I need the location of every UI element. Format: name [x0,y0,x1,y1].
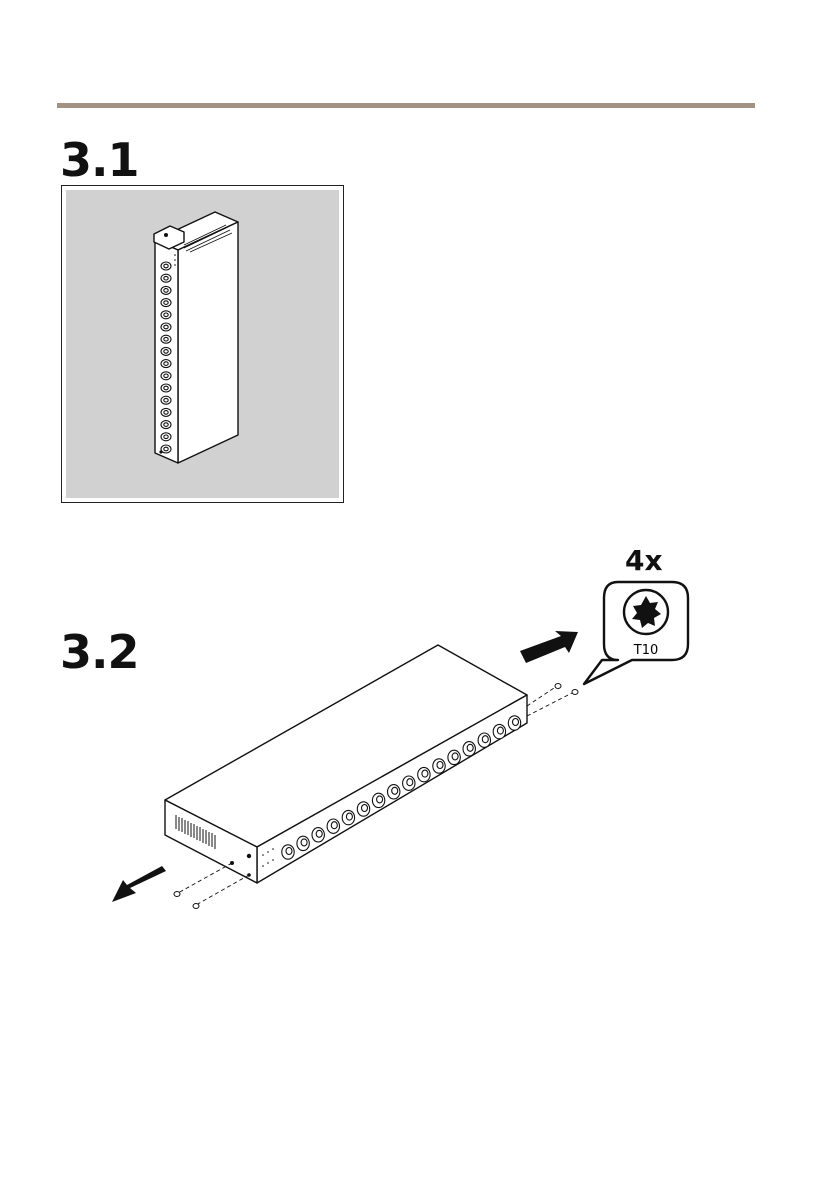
bnc-connector [164,289,168,293]
bnc-connector [301,839,307,846]
bnc-connector [478,733,490,747]
tool-bit-label: T10 [633,643,658,658]
bnc-connector [331,822,337,829]
bnc-connector [422,770,428,777]
bnc-connector [297,836,309,850]
torx-bit-icon [584,582,688,684]
device-vertical-illustration [66,190,339,498]
bnc-connector [164,301,168,305]
bnc-connector [164,362,168,366]
screw-count-label: 4x [625,544,663,577]
bnc-connector [392,787,398,794]
bnc-connector [433,759,445,773]
header-rule [57,103,755,108]
bnc-connector [508,716,520,730]
bnc-connector [437,762,443,769]
bnc-connector [372,793,384,807]
bnc-connector [513,719,519,726]
step-number: 3.1 [60,137,139,183]
bnc-connector [282,845,294,859]
bnc-connector [312,828,324,842]
bnc-connector [164,411,168,415]
bnc-connector [362,805,368,812]
bnc-connector [467,744,473,751]
bnc-connector [164,337,168,341]
bnc-connector [452,753,458,760]
bnc-connector [286,848,292,855]
bnc-connector [164,276,168,280]
step-illustration-frame [61,185,344,503]
bnc-connector [316,830,322,837]
bnc-connector [482,736,488,743]
bnc-connector [346,813,352,820]
bnc-connector [463,742,475,756]
bnc-connector [388,785,400,799]
bnc-connector [164,447,168,451]
bnc-connector [164,264,168,268]
bnc-connector [342,810,354,824]
bnc-connector [164,398,168,402]
bnc-connector [418,767,430,781]
bnc-connector [493,724,505,738]
bnc-connector [164,423,168,427]
bnc-connector [164,386,168,390]
bnc-connector [327,819,339,833]
bnc-connector [403,776,415,790]
bnc-connector [377,796,383,803]
bnc-connector [164,350,168,354]
step-number: 3.2 [60,629,139,675]
bnc-connector [164,313,168,317]
device-vertical-drawing [66,190,339,498]
bnc-connector [407,779,413,786]
bnc-connector [357,802,369,816]
bnc-connector [164,435,168,439]
bnc-connector [497,727,503,734]
bnc-connector [448,750,460,764]
bnc-connector [164,325,168,329]
bnc-connector [164,374,168,378]
